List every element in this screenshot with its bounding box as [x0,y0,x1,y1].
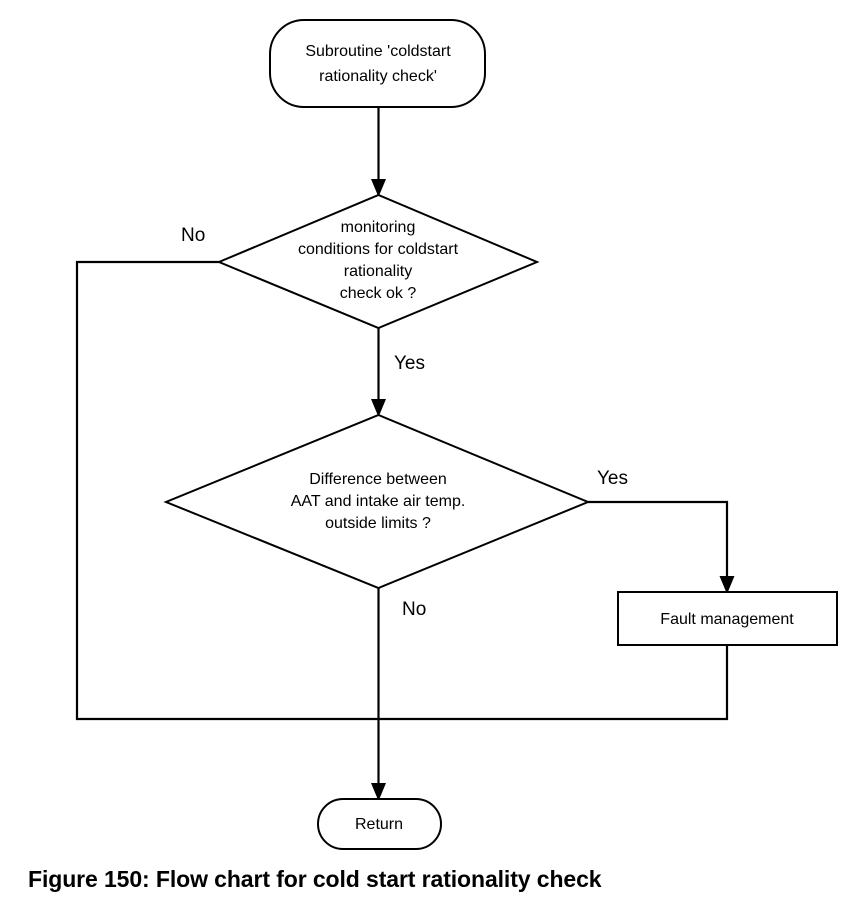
edge-decision2-no-to-return [371,588,386,801]
node-decision-monitoring-conditions[interactable]: monitoring conditions for coldstart rati… [216,193,540,330]
start-label-line1: Subroutine 'coldstart [305,43,451,60]
edge-label-decision1-no: No [181,225,205,246]
edge-label-decision2-no: No [402,599,426,620]
decision2-label-line1: Difference between [309,471,447,488]
arrowhead-icon [371,783,386,801]
edge-fault-management-to-merge [378,645,729,721]
node-return[interactable]: Return [317,798,442,850]
decision1-diamond-shape [216,193,540,330]
edge-start-to-decision1 [371,107,386,197]
edge-decision1-no [75,260,379,721]
decision1-label-line2: conditions for coldstart [298,241,459,258]
node-start[interactable]: Subroutine 'coldstart rationality check' [269,19,486,108]
figure-caption: Figure 150: Flow chart for cold start ra… [28,866,602,892]
fault-management-label: Fault management [660,611,794,628]
arrowhead-icon [371,399,386,417]
edge-label-decision2-yes: Yes [597,468,628,489]
arrowhead-icon [371,179,386,197]
decision1-label-line1: monitoring [341,219,416,236]
start-label-line2: rationality check' [319,68,437,85]
node-decision-temp-difference[interactable]: Difference between AAT and intake air te… [163,413,591,590]
decision1-label-line3: rationality [344,263,412,280]
decision2-label-line2: AAT and intake air temp. [291,493,466,510]
edge-decision2-yes [588,500,735,594]
return-terminator-shape [317,798,442,850]
start-terminator-shape [269,19,486,108]
return-label: Return [355,816,403,833]
node-fault-management[interactable]: Fault management [617,591,838,646]
decision1-label-line4: check ok ? [340,285,417,302]
decision2-diamond-shape [163,413,591,590]
edge-decision1-yes [371,328,386,417]
arrowhead-icon [719,576,735,594]
decision2-label-line3: outside limits ? [325,515,431,532]
fault-management-box-shape [617,591,838,646]
edge-label-decision1-yes: Yes [394,353,425,374]
